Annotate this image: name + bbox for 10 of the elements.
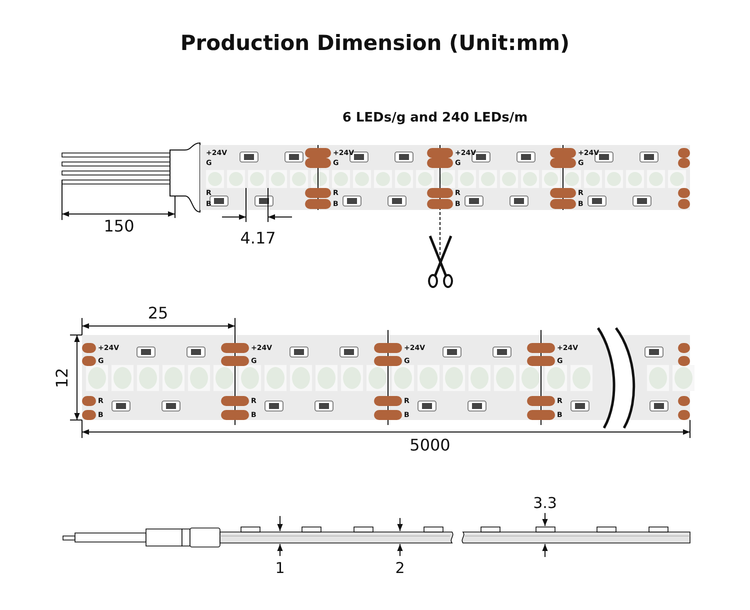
dimension-value: 12 — [52, 368, 72, 388]
spec-note: 6 LEDs/g and 240 LEDs/m — [342, 110, 528, 126]
title: Production Dimension (Unit:mm) — [180, 31, 570, 55]
dimension-value: 2 — [395, 559, 405, 577]
dimension-value: 3.3 — [533, 494, 557, 512]
dimension-value: 150 — [104, 216, 134, 236]
dimension-value: 25 — [148, 304, 168, 322]
dimension-value: 5000 — [410, 436, 450, 454]
dimension-value: 4.17 — [240, 228, 276, 248]
dimension-value: 1 — [275, 559, 285, 577]
